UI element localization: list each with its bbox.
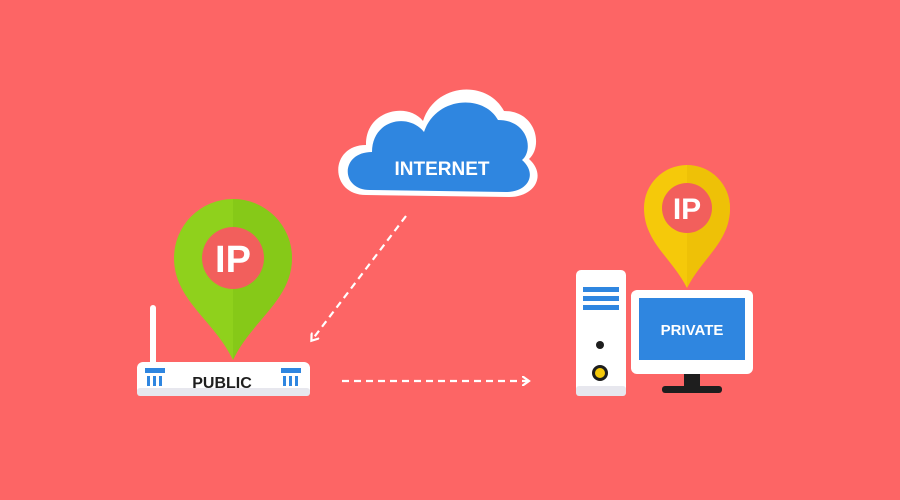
public-label: PUBLIC [192, 375, 252, 392]
location-pin-icon [644, 165, 730, 288]
router-icon [137, 305, 310, 396]
desktop-tower [576, 270, 626, 396]
monitor-icon [631, 290, 753, 393]
router-antenna [150, 305, 156, 367]
monitor: PRIVATE [631, 290, 753, 393]
internet-label: INTERNET [395, 159, 490, 180]
cloud-icon [338, 89, 538, 197]
desktop-tower-icon [576, 270, 626, 396]
public-ip-label: IP [215, 239, 251, 281]
router: PUBLIC [137, 305, 310, 396]
private-ip-pin: IP [644, 165, 730, 288]
location-pin-icon [174, 199, 292, 360]
private-label: PRIVATE [661, 322, 724, 339]
public-ip-pin: IP [174, 199, 292, 360]
internet-cloud: INTERNET [338, 89, 538, 197]
arrow-internet-to-router [312, 215, 407, 340]
private-ip-label: IP [673, 193, 701, 226]
